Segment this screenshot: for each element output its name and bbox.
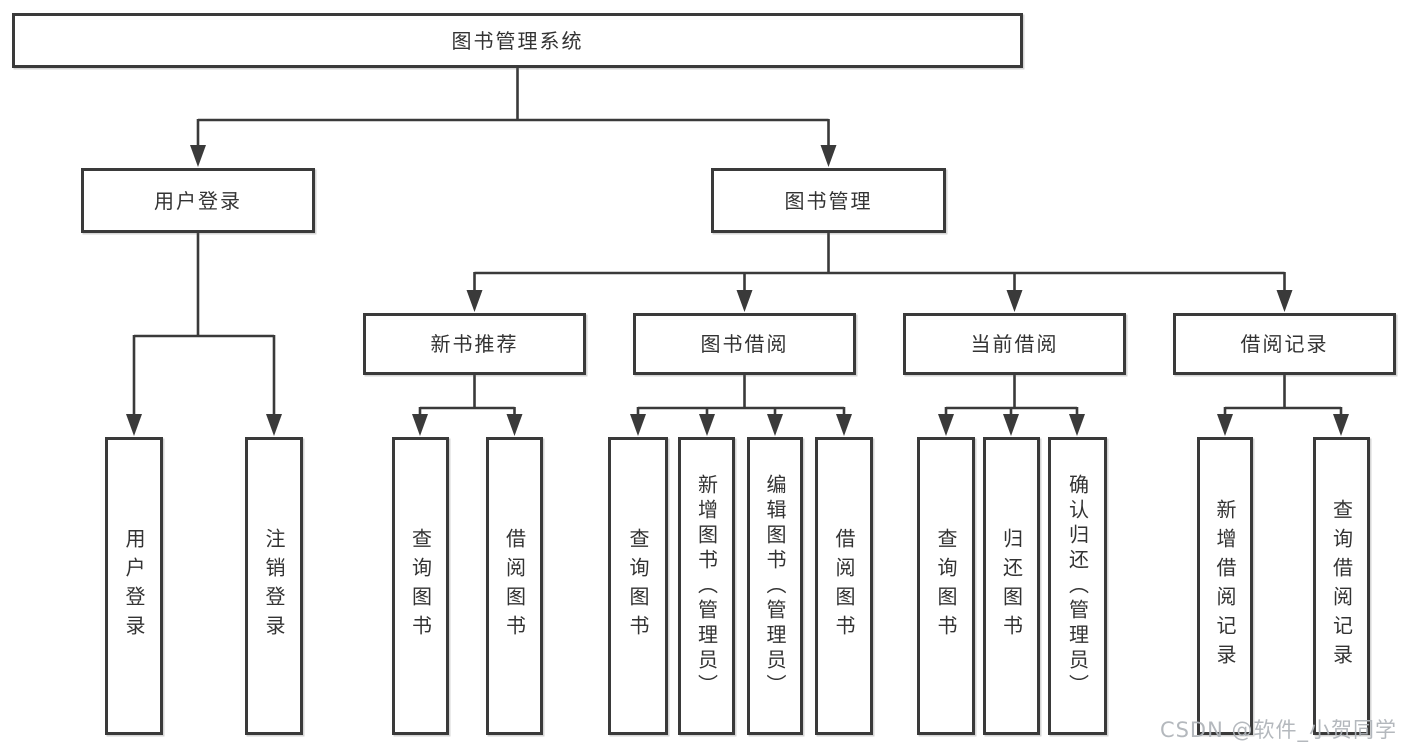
leaf-borrow-books-borrow: 借阅图书 (815, 437, 873, 735)
leaf-user-login: 用户登录 (105, 437, 163, 735)
leaf-query-borrow-record: 查询借阅记录 (1313, 437, 1370, 735)
node-book-borrow: 图书借阅 (633, 313, 856, 375)
node-book-management: 图书管理 (711, 168, 946, 233)
leaf-edit-books-admin: 编辑图书（管理员） (747, 437, 803, 735)
node-user-login: 用户登录 (81, 168, 315, 233)
node-new-book-recommend: 新书推荐 (363, 313, 586, 375)
node-borrow-records: 借阅记录 (1173, 313, 1396, 375)
leaf-add-borrow-record: 新增借阅记录 (1197, 437, 1253, 735)
csdn-watermark: CSDN @软件_小贺同学 (1159, 718, 1397, 742)
leaf-query-books-borrow: 查询图书 (608, 437, 668, 735)
leaf-logout: 注销登录 (245, 437, 303, 735)
leaf-return-books: 归还图书 (983, 437, 1040, 735)
leaf-query-books-current: 查询图书 (917, 437, 975, 735)
leaf-borrow-books-recommend: 借阅图书 (486, 437, 543, 735)
leaf-confirm-return-admin: 确认归还（管理员） (1048, 437, 1107, 735)
node-current-borrow: 当前借阅 (903, 313, 1126, 375)
leaf-add-books-admin: 新增图书（管理员） (678, 437, 735, 735)
leaf-query-books-recommend: 查询图书 (392, 437, 449, 735)
node-root-library-system: 图书管理系统 (12, 13, 1023, 68)
